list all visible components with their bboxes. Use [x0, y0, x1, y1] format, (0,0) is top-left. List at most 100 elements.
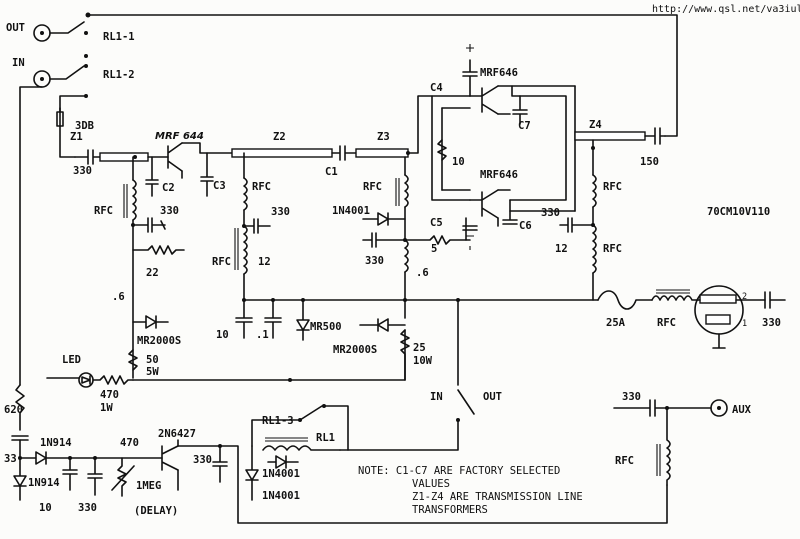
val-470-led: 470: [100, 389, 119, 401]
c2-label: C2: [162, 182, 175, 194]
meter-pin-2: 2: [742, 292, 747, 302]
val-6-mid: .6: [416, 267, 429, 279]
rl1-1-label: RL1-1: [103, 31, 135, 43]
val-330-out: 330: [762, 317, 781, 329]
res-50: [128, 349, 138, 379]
val-01-cap: .1: [256, 329, 269, 341]
diode-1n4001-b: 1N4001: [262, 468, 300, 480]
meter-body: [694, 285, 744, 335]
out-label: OUT: [6, 22, 25, 34]
val-330-aux: 330: [622, 391, 641, 403]
rl1-2-label: RL1-2: [103, 69, 135, 81]
val-10-feedback: 10: [452, 156, 465, 168]
c6-label: C6: [519, 220, 532, 232]
att-3db: 3DB: [75, 120, 94, 132]
switch-out-label: OUT: [483, 391, 502, 403]
note-line-2: VALUES: [412, 478, 450, 490]
z4-line: [574, 131, 646, 141]
val-620: 620: [4, 404, 23, 416]
meter-pin-1: 1: [742, 319, 747, 329]
val-330-2n: 330: [193, 454, 212, 466]
diode-1n4001-a: 1N4001: [332, 205, 370, 217]
input-cap-330: [74, 149, 101, 165]
in-label: IN: [12, 57, 25, 69]
val-330-input: 330: [73, 165, 92, 177]
diode-1n4001-c: 1N4001: [262, 490, 300, 502]
val-33: 33: [4, 453, 17, 465]
diode-mr2000s-left: MR2000S: [137, 335, 181, 347]
rl1-3-label: RL1-3: [262, 415, 294, 427]
fuse-25a: [597, 290, 653, 310]
c4-label: C4: [430, 82, 443, 94]
rfc-7: RFC: [657, 317, 676, 329]
rfc-2: RFC: [252, 181, 271, 193]
val-5w: 5W: [146, 366, 159, 378]
aux-label: AUX: [732, 404, 752, 416]
val-25a: 25A: [606, 317, 626, 329]
val-1meg: 1MEG: [136, 480, 161, 492]
val-330-z2: 330: [271, 206, 290, 218]
z3-label: Z3: [377, 131, 390, 143]
rfc-8: RFC: [615, 455, 634, 467]
aux-connector: [710, 399, 728, 417]
val-150: 150: [640, 156, 659, 168]
source-url: http://www.qsl.net/va3iul: [652, 4, 800, 15]
c5-label: C5: [430, 217, 443, 229]
c1-label: C1: [325, 166, 338, 178]
delay-label: (DELAY): [134, 505, 178, 517]
mrf646-bottom-transistor: [469, 189, 511, 227]
in-connector: [33, 70, 51, 88]
z2-label: Z2: [273, 131, 286, 143]
led-body: [78, 372, 94, 388]
rl1-label: RL1: [316, 432, 335, 444]
c3-label: C3: [213, 180, 226, 192]
rfc-coil-1: [132, 179, 137, 221]
switch-in-label: IN: [430, 391, 443, 403]
val-10-bottom: 10: [39, 502, 52, 514]
val-10w: 10W: [413, 355, 433, 367]
val-330-mid: 330: [365, 255, 384, 267]
z2-line: [231, 148, 333, 158]
res-10-feedback: [437, 139, 447, 161]
val-330-c2: 330: [160, 205, 179, 217]
driver-label: MRF 644: [155, 131, 204, 142]
mrf646-top-transistor: [469, 85, 521, 115]
val-330-right: 330: [541, 207, 560, 219]
z1-label: Z1: [70, 131, 83, 143]
diode-mr2000s-right: MR2000S: [333, 344, 377, 356]
val-330-bottom: 330: [78, 502, 97, 514]
rfc-3: RFC: [212, 256, 231, 268]
c7-label: C7: [518, 120, 531, 132]
rfc-5: RFC: [603, 181, 622, 193]
val-12-right: 12: [555, 243, 568, 255]
val-25: 25: [413, 342, 426, 354]
led-label: LED: [62, 354, 81, 366]
note-line-4: TRANSFORMERS: [412, 504, 488, 516]
final-bottom-label: MRF646: [480, 169, 518, 181]
val-1w: 1W: [100, 402, 113, 414]
z1-line: [99, 152, 149, 162]
val-22: 22: [146, 267, 159, 279]
res-22: [132, 245, 185, 255]
out-connector: [33, 24, 51, 42]
val-10-cap: 10: [216, 329, 229, 341]
2n6427-transistor: [161, 439, 179, 491]
val-470-base: 470: [120, 437, 139, 449]
z4-label: Z4: [589, 119, 602, 131]
rfc-4: RFC: [363, 181, 382, 193]
val-6-left: .6: [112, 291, 125, 303]
note-line-1: NOTE: C1-C7 ARE FACTORY SELECTED: [358, 465, 560, 477]
z3-line: [355, 148, 409, 158]
diode-1n914-a: 1N914: [40, 437, 72, 449]
rfc-6: RFC: [603, 243, 622, 255]
diode-1n914-b: 1N914: [28, 477, 60, 489]
val-50: 50: [146, 354, 159, 366]
note-line-3: Z1-Z4 ARE TRANSMISSION LINE: [412, 491, 583, 503]
diode-mr500: MR500: [310, 321, 342, 333]
val-12-left: 12: [258, 256, 271, 268]
rfc-1: RFC: [94, 205, 113, 217]
val-5: 5: [431, 243, 437, 255]
switch-transistor-label: 2N6427: [158, 428, 196, 440]
